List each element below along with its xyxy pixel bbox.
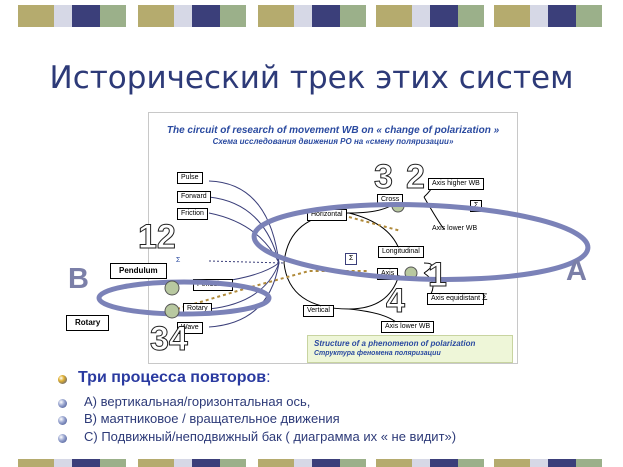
- letter-b: B: [68, 263, 89, 295]
- number-2: 2: [406, 158, 426, 196]
- node-vertical: Vertical: [303, 305, 334, 317]
- node-rotary-inner: Rotary: [183, 303, 212, 315]
- bottom-decorative-stripe: [0, 459, 623, 467]
- node-sigma-3: Σ: [482, 292, 488, 302]
- bullet-item-2: В) маятниковое / вращательное движения: [84, 411, 340, 426]
- letter-a: A: [566, 255, 587, 287]
- node-pulse: Pulse: [177, 172, 203, 184]
- bullet-main-colon: :: [266, 369, 271, 386]
- number-3: 3: [374, 158, 394, 196]
- node-sigma-4: Σ: [176, 257, 181, 264]
- figure-title-ru: Схема исследования движения РО на «смену…: [212, 137, 454, 146]
- number-12: 12: [138, 218, 177, 256]
- node-wave: Wave: [177, 322, 203, 334]
- node-sigma-2: Σ: [345, 253, 358, 265]
- node-axis-lower-bottom: Axis lower WB: [381, 321, 435, 333]
- number-4: 4: [386, 282, 406, 320]
- node-pendulum-inner: Pendulum: [193, 279, 233, 291]
- bullet-icon-3: [58, 434, 67, 443]
- node-friction: Friction: [177, 208, 208, 220]
- node-forward: Forward: [177, 191, 211, 203]
- slide-title: Исторический трек этих систем: [49, 60, 574, 96]
- node-axis-higher: Axis higher WB: [428, 178, 484, 190]
- bullet-item-3: С) Подвижный/неподвижный бак ( диаграмма…: [84, 429, 457, 444]
- outer-rotary-box: Rotary: [66, 315, 110, 331]
- node-longitudinal: Longitudinal: [378, 246, 424, 258]
- bullet-main: Три процесса повторов:: [78, 369, 271, 387]
- node-axis-lower: Axis lower WB: [432, 225, 478, 232]
- figure-caption-box: Structure of a phenomenon of polarizatio…: [307, 335, 513, 363]
- figure-caption-ru: Структура феномена поляризации: [314, 350, 441, 357]
- bullet-main-icon: [58, 375, 67, 384]
- node-axis-equidistant: Axis equidistant: [427, 293, 485, 305]
- figure-connectors: [176, 178, 445, 328]
- node-sigma-1: Σ: [470, 200, 483, 212]
- figure-title-en: The circuit of research of movement WB o…: [166, 125, 500, 136]
- bullet-icon-1: [58, 399, 67, 408]
- bullet-main-text: Три процесса повторов: [78, 369, 267, 386]
- bullet-item-1: А) вертикальная/горизонтальная ось,: [84, 394, 311, 409]
- node-axis-short: Axis: [377, 268, 399, 280]
- polarization-circuit-figure: The circuit of research of movement WB o…: [148, 112, 518, 364]
- number-34: 34: [150, 320, 189, 358]
- figure-caption-en: Structure of a phenomenon of polarizatio…: [314, 339, 476, 348]
- node-horizontal: Horizontal: [307, 209, 347, 221]
- number-1: 1: [428, 256, 448, 294]
- top-decorative-stripe: [0, 5, 623, 27]
- outer-pendulum-box: Pendulum: [110, 263, 167, 279]
- bullet-icon-2: [58, 416, 67, 425]
